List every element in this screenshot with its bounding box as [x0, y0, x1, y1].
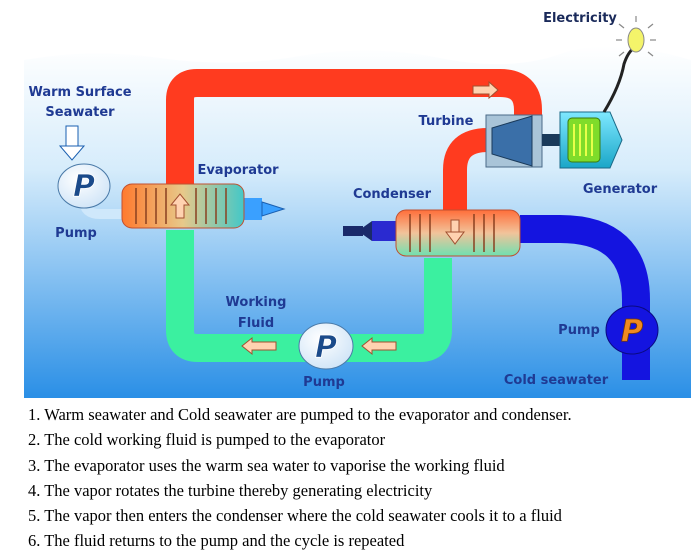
working-fluid-label-2: Fluid — [238, 316, 274, 331]
condenser-coils — [409, 214, 495, 252]
working-fluid-label-1: Working — [226, 295, 287, 310]
light-bulb-icon — [627, 27, 645, 53]
turbine — [491, 115, 533, 167]
pump-left-icon: P — [57, 163, 111, 209]
condenser-outlet-pipe — [372, 221, 400, 241]
otec-diagram: P P P Electricity Warm Surface Seawater … — [24, 11, 691, 398]
evaporator-outlet-arrow — [261, 201, 286, 217]
evaporator-up-arrow — [169, 193, 191, 219]
step-6: 6. The fluid returns to the pump and the… — [28, 531, 405, 551]
svg-text:P: P — [315, 330, 337, 365]
vapor-pipe-top — [166, 69, 542, 195]
turbine-label: Turbine — [419, 114, 474, 129]
flow-arrow-bottom-right — [361, 336, 397, 356]
electricity-wire — [602, 46, 635, 113]
warm-inlet-arrow-shaft — [65, 125, 79, 147]
electricity-label: Electricity — [543, 11, 617, 26]
condenser-outlet-arrow-shaft — [343, 226, 363, 236]
svg-text:P: P — [621, 314, 643, 349]
generator-core — [567, 117, 601, 163]
flow-arrow-top — [472, 80, 499, 100]
flow-arrow-bottom-left — [241, 336, 277, 356]
step-2: 2. The cold working fluid is pumped to t… — [28, 430, 386, 450]
step-5: 5. The vapor then enters the condenser w… — [28, 506, 562, 526]
vapor-pipe-condenser — [443, 128, 489, 210]
pump-bottom-label: Pump — [303, 375, 345, 390]
generator-windings — [573, 124, 593, 156]
evaporator-label: Evaporator — [197, 163, 279, 178]
condenser-label: Condenser — [353, 187, 432, 202]
pump-bottom-icon: P — [298, 322, 354, 370]
turbine-shaft — [542, 134, 562, 146]
evaporator-coils — [135, 188, 227, 224]
step-4: 4. The vapor rotates the turbine thereby… — [28, 480, 433, 500]
cold-seawater-pipe — [520, 215, 650, 380]
warm-inlet-arrow — [58, 145, 86, 161]
step-1: 1. Warm seawater and Cold seawater are p… — [28, 405, 572, 424]
condenser-outlet-arrow — [358, 221, 372, 241]
generator-label: Generator — [583, 182, 658, 197]
pump-left-label: Pump — [55, 226, 97, 241]
cold-seawater-label: Cold seawater — [504, 373, 609, 388]
warm-seawater-label-2: Seawater — [45, 105, 115, 120]
condenser-down-arrow-shaft — [450, 219, 460, 233]
steps-list: 1. Warm seawater and Cold seawater are p… — [28, 402, 688, 554]
svg-text:P: P — [73, 169, 95, 204]
warm-seawater-label-1: Warm Surface — [28, 85, 131, 100]
bulb-rays-icon — [616, 16, 656, 57]
pump-right-icon: P — [605, 305, 659, 355]
pump-right-label: Pump — [558, 323, 600, 338]
evaporator-outlet-pipe — [240, 198, 262, 220]
step-3: 3. The evaporator uses the warm sea wate… — [28, 455, 505, 475]
